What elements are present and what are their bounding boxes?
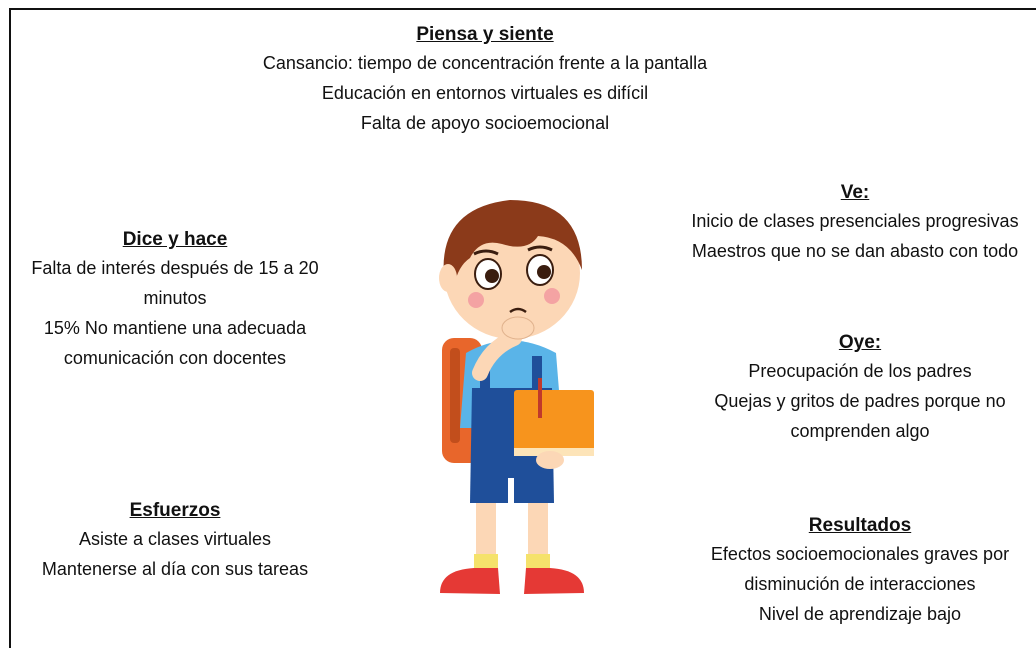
right-sock bbox=[526, 554, 550, 568]
section-heading: Dice y hace bbox=[122, 229, 228, 250]
section-line: disminución de interacciones bbox=[744, 574, 976, 594]
section-line: 15% No mantiene una adecuada bbox=[43, 318, 307, 338]
thinking-boy-illustration bbox=[439, 200, 594, 594]
section-line: comprenden algo bbox=[790, 421, 930, 441]
right-brow bbox=[527, 245, 553, 252]
book bbox=[514, 390, 594, 456]
section-heading: Ve: bbox=[840, 182, 870, 203]
overalls-gap bbox=[508, 478, 514, 503]
section-line: Asiste a clases virtuales bbox=[78, 529, 272, 549]
section-line: Nivel de aprendizaje bajo bbox=[758, 604, 962, 624]
section-ve: Ve: Inicio de clases presenciales progre… bbox=[620, 180, 1036, 266]
left-brow bbox=[473, 249, 499, 256]
hair bbox=[443, 200, 582, 286]
section-oye: Oye: Preocupación de los padres Quejas y… bbox=[670, 330, 1036, 446]
right-leg bbox=[528, 498, 548, 560]
hand bbox=[501, 316, 535, 340]
left-shoe bbox=[440, 568, 500, 594]
section-line: comunicación con docentes bbox=[63, 348, 287, 368]
left-cheek bbox=[468, 292, 484, 308]
section-resultados: Resultados Efectos socioemocionales grav… bbox=[670, 513, 1036, 629]
book-ribbon bbox=[538, 378, 542, 418]
section-heading: Piensa y siente bbox=[416, 24, 554, 45]
left-sock bbox=[474, 554, 498, 568]
section-heading: Esfuerzos bbox=[129, 500, 221, 521]
left-leg bbox=[476, 498, 496, 560]
left-pupil bbox=[485, 269, 499, 283]
section-line: Educación en entornos virtuales es difíc… bbox=[321, 83, 649, 103]
right-pupil bbox=[537, 265, 551, 279]
right-cheek bbox=[544, 288, 560, 304]
section-line: Maestros que no se dan abasto con todo bbox=[691, 241, 1019, 261]
section-esfuerzos: Esfuerzos Asiste a clases virtuales Mant… bbox=[0, 498, 350, 584]
section-line: minutos bbox=[143, 288, 207, 308]
right-shoe bbox=[524, 568, 584, 594]
section-dice-y-hace: Dice y hace Falta de interés después de … bbox=[0, 227, 350, 373]
thinking-arm bbox=[472, 330, 522, 381]
section-line: Inicio de clases presenciales progresiva… bbox=[691, 211, 1019, 231]
map-frame bbox=[9, 8, 1036, 648]
book-hand bbox=[536, 451, 564, 469]
backpack-strap bbox=[450, 348, 460, 443]
section-line: Mantenerse al día con sus tareas bbox=[41, 559, 309, 579]
left-ear bbox=[439, 264, 457, 292]
section-line: Quejas y gritos de padres porque no bbox=[714, 391, 1006, 411]
section-line: Falta de interés después de 15 a 20 bbox=[31, 258, 319, 278]
section-heading: Oye: bbox=[838, 332, 882, 353]
section-line: Cansancio: tiempo de concentración frent… bbox=[262, 53, 708, 73]
section-line: Preocupación de los padres bbox=[748, 361, 972, 381]
section-line: Falta de apoyo socioemocional bbox=[360, 113, 610, 133]
mouth bbox=[509, 307, 527, 314]
overalls-strap-right bbox=[532, 356, 542, 392]
section-piensa-y-siente: Piensa y siente Cansancio: tiempo de con… bbox=[180, 22, 790, 138]
section-heading: Resultados bbox=[808, 515, 912, 536]
section-line: Efectos socioemocionales graves por bbox=[710, 544, 1010, 564]
